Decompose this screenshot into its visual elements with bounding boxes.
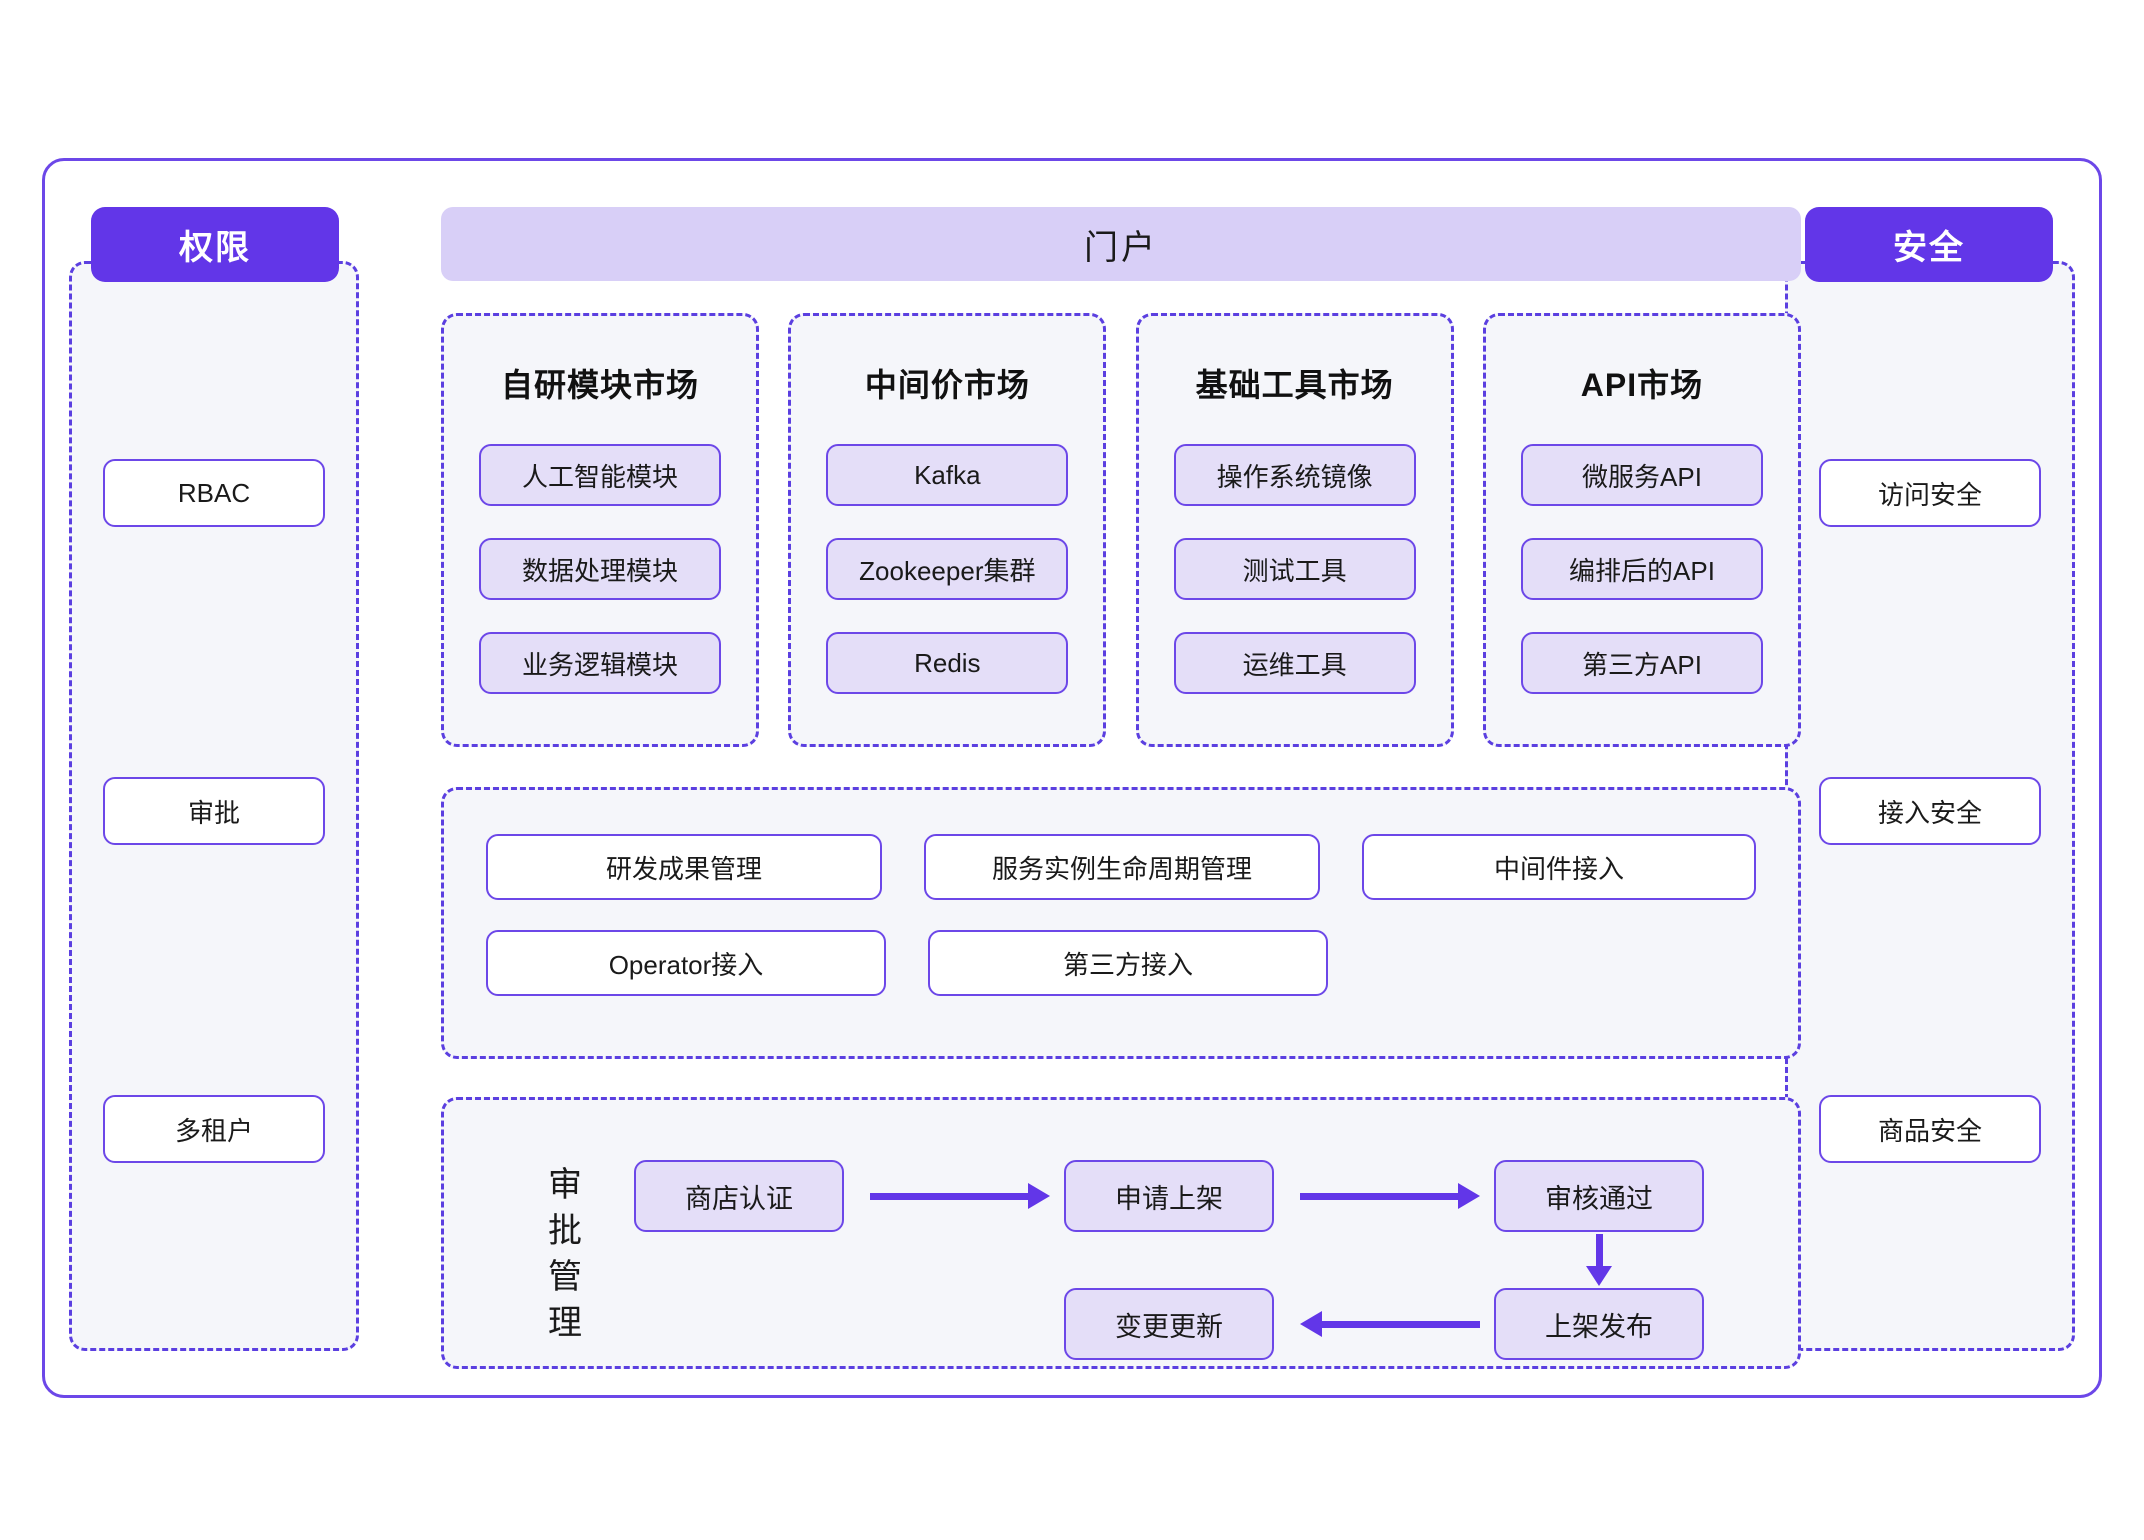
market-item[interactable]: 数据处理模块 [479, 538, 721, 600]
center-region: 门户 自研模块市场 人工智能模块 数据处理模块 业务逻辑模块 中间价市场 Kaf… [397, 197, 1801, 1369]
market-item-label: 业务逻辑模块 [521, 649, 678, 680]
security-column-badge: 安全 [1805, 207, 2053, 282]
arrow-right-icon [1300, 1183, 1480, 1209]
flow-node-review-approved[interactable]: 审核通过 [1494, 1160, 1704, 1232]
approval-panel: 审 批 管 理 商店认证 申请上架 审核通过 上架发布 变 [441, 1097, 1801, 1369]
flow-node-label: 商店认证 [685, 1183, 793, 1214]
market-item-label: 微服务API [1582, 461, 1702, 492]
security-item-label: 接入安全 [1877, 797, 1982, 828]
services-panel: 研发成果管理 服务实例生命周期管理 中间件接入 Operator接入 第三方接入 [441, 787, 1801, 1059]
arrow-left-icon [1300, 1311, 1480, 1337]
security-item-label: 商品安全 [1877, 1115, 1982, 1146]
market-item-label: 数据处理模块 [521, 555, 678, 586]
market-item-label: 编排后的API [1569, 555, 1715, 586]
market-item[interactable]: 编排后的API [1520, 538, 1763, 600]
service-box-label: Operator接入 [608, 949, 764, 980]
flow-node-label: 审核通过 [1545, 1183, 1653, 1214]
arrow-head [1028, 1183, 1050, 1209]
service-box-instance-lifecycle[interactable]: 服务实例生命周期管理 [924, 834, 1320, 900]
arrow-head [1458, 1183, 1480, 1209]
market-item[interactable]: 第三方API [1520, 632, 1763, 694]
market-item-label: 操作系统镜像 [1216, 461, 1373, 492]
service-box-operator-access[interactable]: Operator接入 [486, 930, 886, 996]
permission-item-label: 审批 [187, 797, 240, 828]
market-item-label: Kafka [914, 459, 981, 490]
service-box-label: 中间件接入 [1494, 853, 1625, 884]
permission-item-multitenant[interactable]: 多租户 [103, 1095, 325, 1163]
market-title: 自研模块市场 [500, 367, 699, 403]
portal-banner: 门户 [441, 207, 1801, 281]
market-card-base-tools: 基础工具市场 操作系统镜像 测试工具 运维工具 [1135, 313, 1454, 747]
permission-column: RBAC 审批 多租户 [69, 261, 359, 1351]
markets-row: 自研模块市场 人工智能模块 数据处理模块 业务逻辑模块 中间价市场 Kafka … [441, 313, 1801, 747]
arrow-shaft [1322, 1320, 1480, 1328]
flow-node-publish-listing[interactable]: 上架发布 [1494, 1288, 1704, 1360]
security-column-items: 访问安全 接入安全 商品安全 [1788, 264, 2072, 1348]
arrow-shaft [1300, 1192, 1458, 1200]
security-badge-label: 安全 [1893, 229, 1965, 267]
flow-node-label: 申请上架 [1115, 1183, 1223, 1214]
service-box-label: 服务实例生命周期管理 [991, 853, 1252, 884]
arrow-down-icon [1586, 1234, 1612, 1286]
security-item-access[interactable]: 访问安全 [1819, 459, 2041, 527]
market-item[interactable]: Kafka [826, 444, 1069, 506]
market-item[interactable]: 操作系统镜像 [1173, 444, 1416, 506]
permission-item-approval[interactable]: 审批 [103, 777, 325, 845]
approval-label-char: 批 [548, 1212, 582, 1250]
security-column: 访问安全 接入安全 商品安全 [1785, 261, 2075, 1351]
approval-section-label: 审 批 管 理 [542, 1162, 588, 1346]
service-box-label: 第三方接入 [1062, 949, 1193, 980]
arrow-head [1300, 1311, 1322, 1337]
market-item-label: 运维工具 [1242, 649, 1347, 680]
market-item[interactable]: 测试工具 [1173, 538, 1416, 600]
permission-item-rbac[interactable]: RBAC [103, 459, 325, 527]
market-item[interactable]: Zookeeper集群 [826, 538, 1069, 600]
arrow-head [1586, 1266, 1612, 1286]
service-box-label: 研发成果管理 [605, 853, 762, 884]
arrow-shaft [1595, 1234, 1603, 1266]
services-row-2: Operator接入 第三方接入 [486, 930, 1756, 996]
market-card-api: API市场 微服务API 编排后的API 第三方API [1482, 313, 1801, 747]
security-item-ingress[interactable]: 接入安全 [1819, 777, 2041, 845]
service-box-middleware-access[interactable]: 中间件接入 [1362, 834, 1757, 900]
portal-title: 门户 [1084, 228, 1158, 267]
permission-item-label: RBAC [177, 477, 251, 508]
flow-node-label: 变更更新 [1115, 1311, 1223, 1342]
permission-badge-label: 权限 [179, 229, 251, 267]
flow-node-store-certification[interactable]: 商店认证 [634, 1160, 844, 1232]
market-title: API市场 [1580, 367, 1704, 403]
security-item-product[interactable]: 商品安全 [1819, 1095, 2041, 1163]
arrow-right-icon [870, 1183, 1050, 1209]
market-title: 基础工具市场 [1195, 367, 1394, 403]
market-card-self-developed: 自研模块市场 人工智能模块 数据处理模块 业务逻辑模块 [441, 313, 759, 747]
flow-node-label: 上架发布 [1545, 1311, 1653, 1342]
market-item-label: 人工智能模块 [521, 461, 678, 492]
market-item[interactable]: Redis [826, 632, 1069, 694]
market-item-label: Redis [914, 647, 981, 678]
market-item-label: 测试工具 [1242, 555, 1347, 586]
market-title: 中间价市场 [864, 367, 1030, 403]
arrow-shaft [870, 1192, 1028, 1200]
approval-flow: 审 批 管 理 商店认证 申请上架 审核通过 上架发布 变 [484, 1130, 1758, 1360]
architecture-diagram-frame: RBAC 审批 多租户 权限 访问安全 接入安全 商品安全 安全 [42, 158, 2102, 1398]
market-card-middleware: 中间价市场 Kafka Zookeeper集群 Redis [788, 313, 1107, 747]
market-item[interactable]: 人工智能模块 [479, 444, 721, 506]
services-row-1: 研发成果管理 服务实例生命周期管理 中间件接入 [486, 834, 1757, 900]
market-item[interactable]: 微服务API [1520, 444, 1763, 506]
service-box-rnd-results[interactable]: 研发成果管理 [486, 834, 882, 900]
market-item-label: Zookeeper集群 [859, 555, 1036, 586]
permission-column-badge: 权限 [91, 207, 339, 282]
flow-node-change-update[interactable]: 变更更新 [1064, 1288, 1274, 1360]
permission-item-label: 多租户 [174, 1115, 253, 1146]
approval-label-char: 理 [548, 1304, 582, 1342]
market-item-label: 第三方API [1582, 649, 1702, 680]
permission-column-items: RBAC 审批 多租户 [72, 264, 356, 1348]
flow-node-apply-listing[interactable]: 申请上架 [1064, 1160, 1274, 1232]
market-item[interactable]: 运维工具 [1173, 632, 1416, 694]
approval-label-char: 管 [548, 1258, 582, 1296]
service-box-thirdparty-access[interactable]: 第三方接入 [928, 930, 1328, 996]
approval-label-char: 审 [548, 1166, 582, 1204]
security-item-label: 访问安全 [1877, 479, 1982, 510]
market-item[interactable]: 业务逻辑模块 [479, 632, 721, 694]
